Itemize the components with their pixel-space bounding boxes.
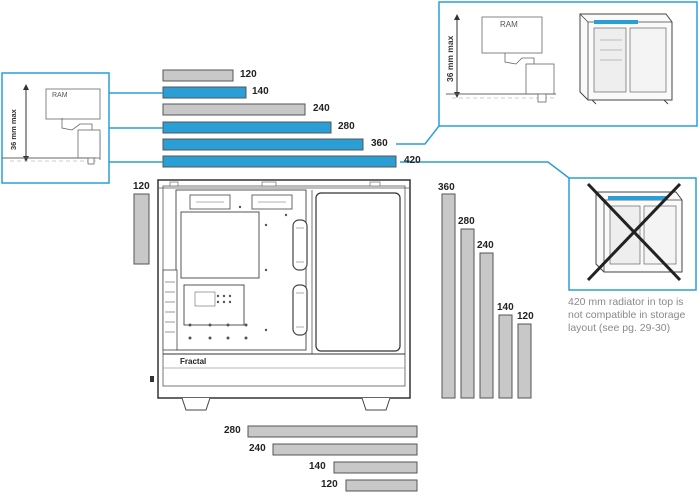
rear-bar-label-120: 120 xyxy=(133,181,150,192)
right-ram-label: RAM xyxy=(500,20,518,29)
bottom-bar-label-280: 280 xyxy=(224,425,241,436)
case-brand-logo: Fractal xyxy=(180,357,206,366)
bottom-bar-label-240: 240 xyxy=(249,443,266,454)
front-bar-label-140: 140 xyxy=(497,302,514,313)
right-detail-inset xyxy=(396,1,698,145)
bottom-bar-label-120: 120 xyxy=(321,479,338,490)
right-height-label: 36 mm max xyxy=(445,35,455,82)
bottom-radiator-bars xyxy=(247,425,418,492)
left-height-label: 36 mm max xyxy=(9,108,18,150)
front-bar-360 xyxy=(441,193,456,399)
top-bar-280 xyxy=(162,121,332,134)
case-thumbnail-top xyxy=(579,13,673,105)
front-bar-label-120: 120 xyxy=(517,311,534,322)
front-bar-label-280: 280 xyxy=(458,216,475,227)
front-bar-140 xyxy=(498,314,513,399)
bottom-bar-120 xyxy=(345,479,418,492)
top-bar-label-360: 360 xyxy=(371,138,388,149)
top-radiator-bars xyxy=(162,69,397,168)
left-detail-inset xyxy=(1,72,163,184)
incompatibility-note: 420 mm radiator in top is not compatible… xyxy=(568,296,694,335)
top-bar-120 xyxy=(162,69,234,82)
front-bar-label-240: 240 xyxy=(477,240,494,251)
main-case-drawing xyxy=(150,179,411,411)
top-bar-360 xyxy=(162,138,364,151)
top-bar-label-240: 240 xyxy=(313,103,330,114)
left-ram-label: RAM xyxy=(52,92,68,99)
front-bar-280 xyxy=(460,228,475,399)
top-bar-label-420: 420 xyxy=(404,155,421,166)
front-radiator-bars xyxy=(441,193,532,399)
rear-bar-120 xyxy=(133,193,150,265)
top-bar-420 xyxy=(162,155,397,168)
top-bar-label-140: 140 xyxy=(252,86,269,97)
top-bar-label-120: 120 xyxy=(240,69,257,80)
bottom-bar-140 xyxy=(333,461,418,474)
front-bar-120 xyxy=(517,323,532,399)
incompatible-inset xyxy=(400,161,697,291)
note-line-1: 420 mm radiator in top is xyxy=(568,296,684,308)
top-bar-140 xyxy=(162,86,247,99)
note-line-2: not compatible in storage xyxy=(568,309,686,321)
case-thumbnail-crossed xyxy=(595,191,683,273)
bottom-bar-280 xyxy=(247,425,418,438)
front-bar-240 xyxy=(479,252,494,399)
bottom-bar-240 xyxy=(272,443,418,456)
top-bar-label-280: 280 xyxy=(338,121,355,132)
note-line-3: layout (see pg. 29-30) xyxy=(568,322,671,334)
front-bar-label-360: 360 xyxy=(438,182,455,193)
top-bar-240 xyxy=(162,103,306,116)
bottom-bar-label-140: 140 xyxy=(309,461,326,472)
cross-mark-b xyxy=(586,182,682,282)
